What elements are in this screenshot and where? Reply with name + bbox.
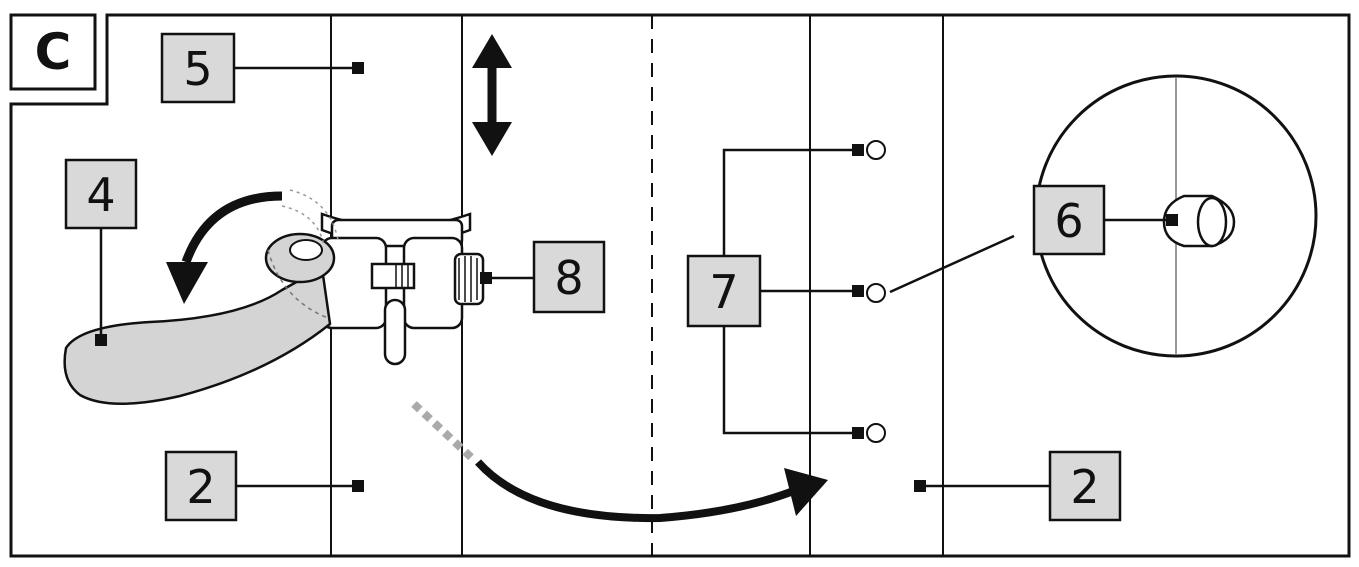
up-down-arrow-icon: [472, 34, 512, 156]
panel-letter: C: [35, 23, 72, 81]
rotate-arrow-icon: [166, 191, 283, 304]
panel-frame: [9, 13, 1351, 558]
callout-7: 7: [686, 254, 762, 328]
callout-2-left-text: 2: [186, 460, 215, 514]
callout-6-text: 6: [1054, 194, 1083, 248]
callout-5-text: 5: [183, 42, 212, 96]
callout-5: 5: [160, 32, 236, 104]
callout-8-text: 8: [554, 251, 583, 305]
leader-lines: [95, 62, 1178, 492]
clamp-collar: [320, 212, 472, 366]
callout-2-right-text: 2: [1070, 460, 1099, 514]
transfer-arrow-icon: [411, 401, 828, 523]
callout-2-left: 2: [164, 450, 238, 522]
adjustment-nut: [453, 252, 485, 306]
callout-8: 8: [532, 240, 606, 314]
callout-7-text: 7: [709, 265, 738, 319]
quick-release-lever: [63, 189, 339, 405]
callout-4-text: 4: [86, 168, 115, 222]
callout-4: 4: [64, 158, 138, 230]
callout-6: 6: [1032, 184, 1106, 256]
mounting-holes: [866, 140, 886, 443]
callout-2-right: 2: [1048, 450, 1122, 522]
panel-letter-box: [9, 13, 97, 91]
